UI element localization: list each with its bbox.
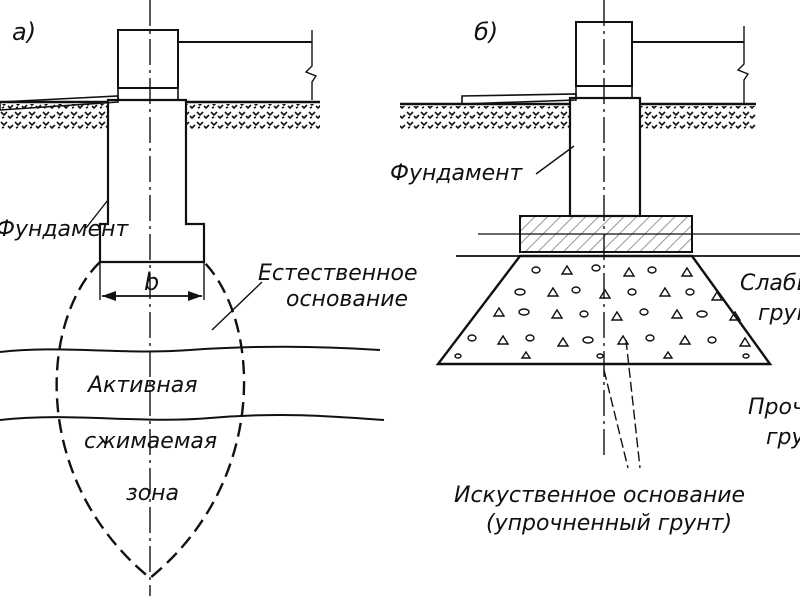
blind-area-b (461, 93, 577, 105)
panel-a-tag: а) (12, 18, 36, 46)
dim-arrow-right (188, 291, 202, 301)
dim-arrow-left (102, 291, 116, 301)
level-break-a (304, 30, 318, 100)
foundation-a-leader (85, 199, 109, 229)
artificial-base (435, 254, 773, 366)
soil-layer-line-1 (0, 345, 381, 353)
artificial-leader-1 (603, 369, 629, 469)
soil-hatch-right-a (186, 104, 320, 130)
strong-soil-label-2: грунт (766, 425, 800, 450)
artificial-base-label-2: (упрочненный грунт) (486, 511, 732, 536)
artificial-base-label-1: Искуственное основание (454, 483, 745, 508)
active-zone-label-3: зона (126, 481, 179, 506)
weak-soil-label-2: грунт (758, 301, 800, 326)
column-a (117, 29, 179, 89)
soil-hatch-left-b (400, 106, 570, 130)
soil-layer-line-2 (0, 413, 385, 421)
waterproofing-a (117, 87, 179, 101)
natural-base-leader (211, 281, 263, 331)
natural-base-label-2: основание (286, 287, 408, 312)
active-zone-outline (55, 261, 246, 580)
soil-hatch-right-b (640, 106, 756, 130)
soil-hatch-left-a (0, 104, 108, 130)
weak-soil-label-1: Слабый (740, 271, 800, 296)
active-zone-label-2: сжимаемая (84, 429, 217, 454)
artificial-leader-2 (625, 339, 641, 469)
foundation-a-label: Фундамент (0, 217, 130, 242)
level-break-b (736, 26, 750, 104)
strong-soil-label-1: Прочный (748, 395, 800, 420)
blind-area-a (0, 95, 119, 111)
width-label: b (144, 268, 159, 296)
active-zone-label-1: Активная (86, 373, 198, 398)
panel-b-tag: б) (474, 18, 498, 46)
foundation-b-label: Фундамент (390, 161, 524, 186)
panel-b: б) (390, 0, 800, 536)
artificial-base-aggregate (454, 264, 752, 359)
natural-base-label-1: Естественное (258, 261, 418, 286)
panel-a: а) b Фундамент Естестве (0, 0, 418, 596)
foundation-b-leader (535, 145, 575, 175)
foundation-b (568, 96, 642, 218)
